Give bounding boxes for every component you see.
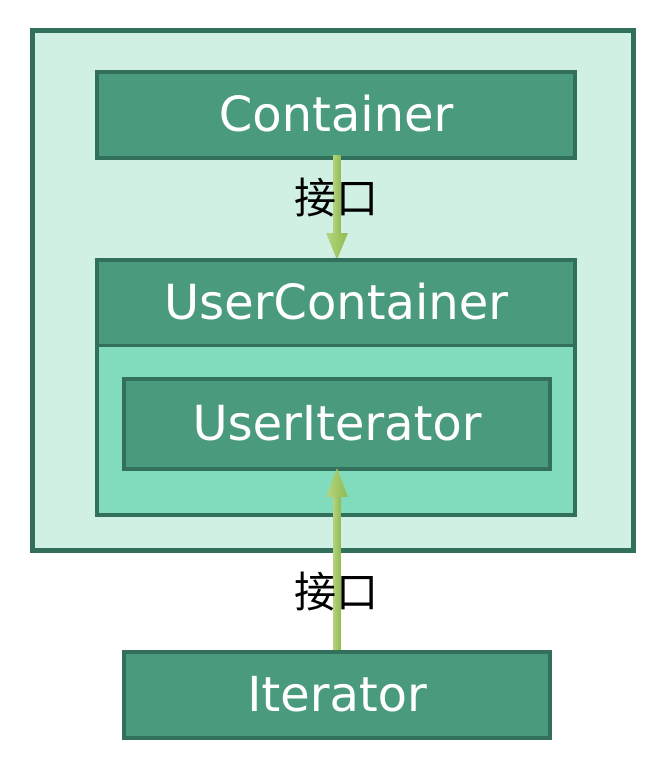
- edge-label-interface-top: 接口: [294, 174, 379, 223]
- edge-label-interface-bottom: 接口: [294, 568, 379, 617]
- node-iterator[interactable]: Iterator: [122, 650, 552, 740]
- node-container[interactable]: Container: [95, 70, 577, 160]
- node-usercontainer-label: UserContainer: [164, 275, 508, 331]
- node-useriterator-label: UserIterator: [192, 396, 482, 452]
- node-iterator-label: Iterator: [247, 667, 427, 723]
- node-usercontainer[interactable]: UserContainer: [95, 258, 577, 348]
- node-useriterator[interactable]: UserIterator: [122, 377, 552, 471]
- node-container-label: Container: [218, 87, 454, 143]
